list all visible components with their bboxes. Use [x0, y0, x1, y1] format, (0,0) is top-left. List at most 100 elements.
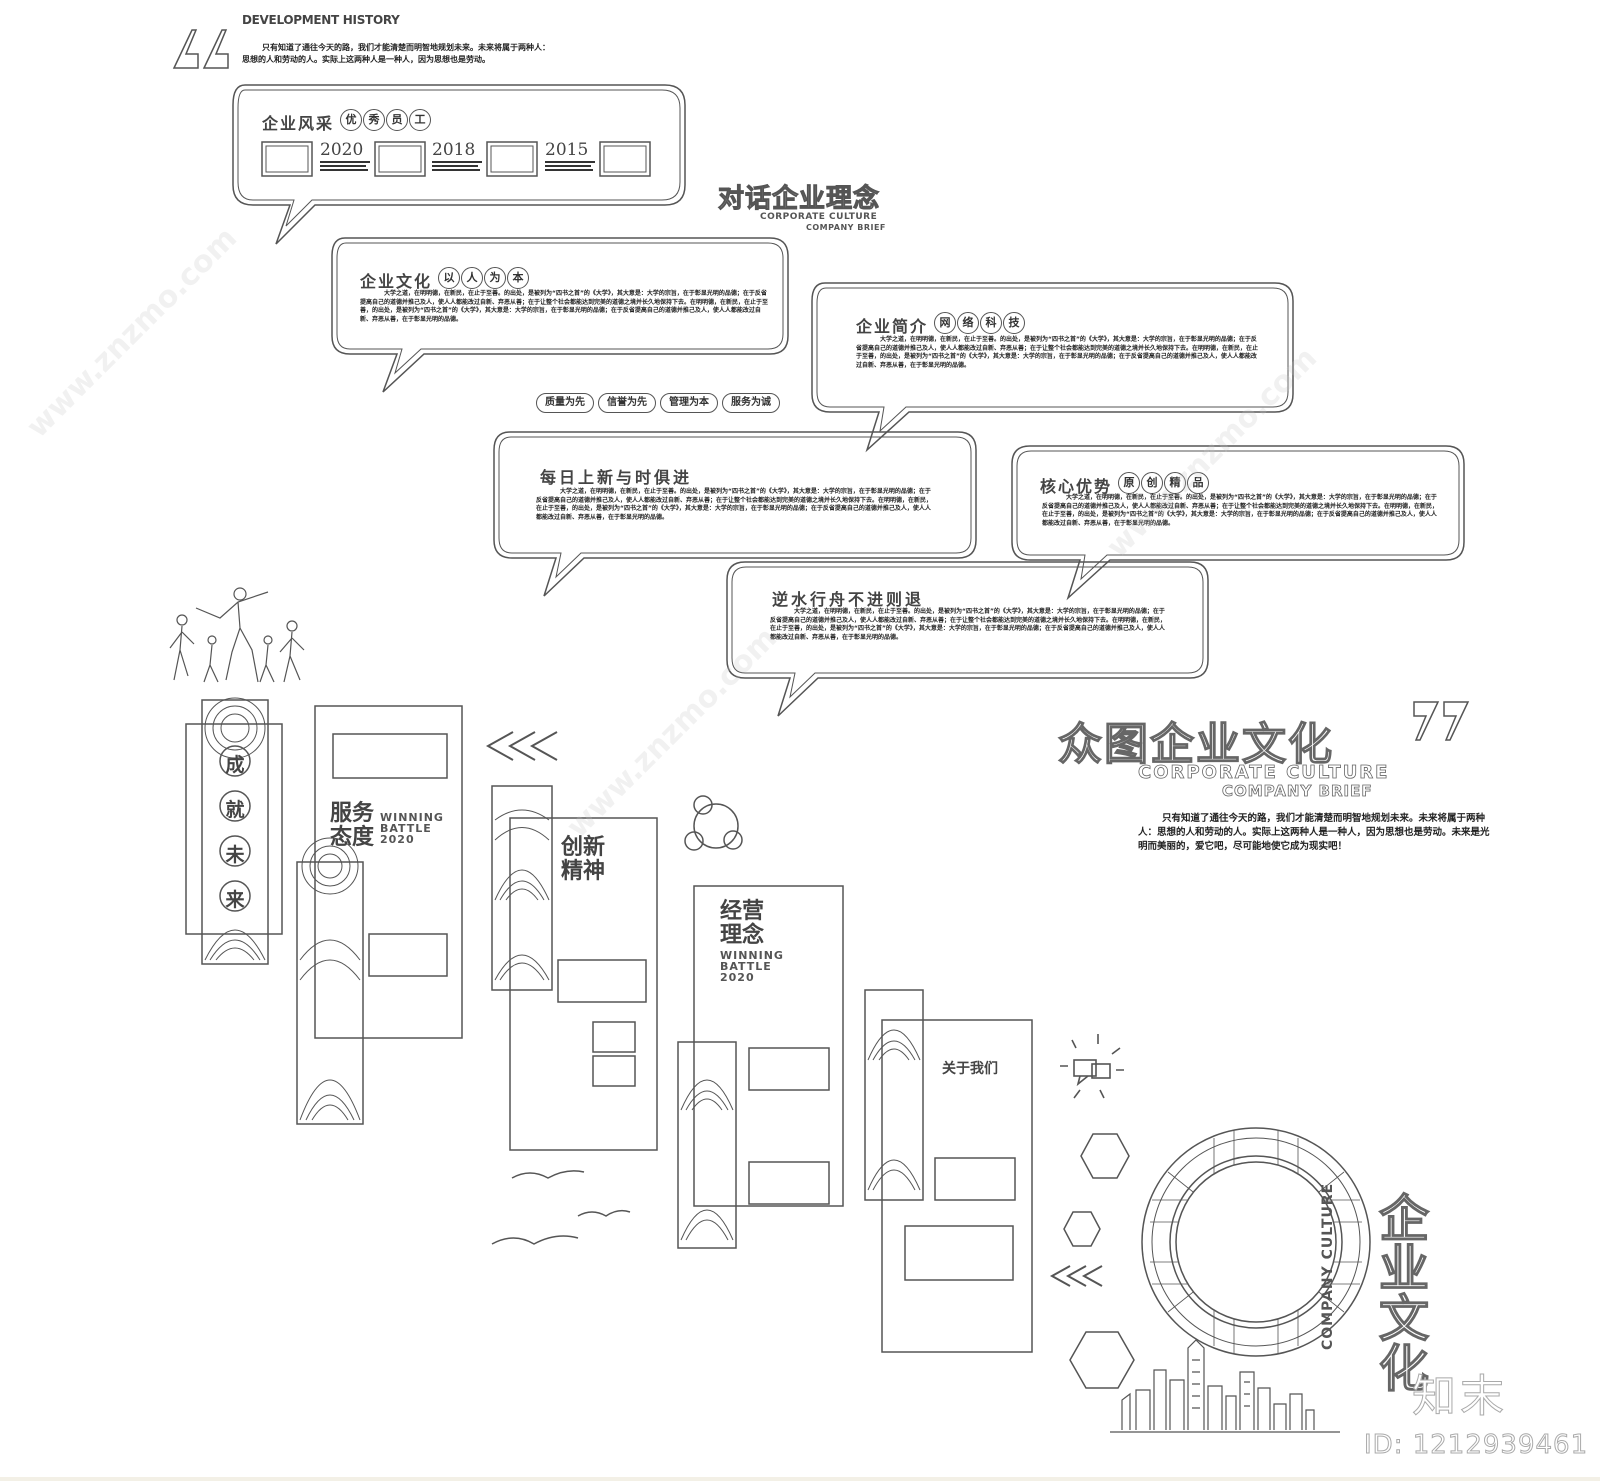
fuwu-title1: 服务 — [330, 801, 375, 826]
year-2020: 2020 — [320, 140, 364, 160]
qiye-vertical-char: 企 — [1378, 1190, 1429, 1248]
bubble-nishui-outline — [726, 561, 1209, 717]
guanyu-title: 关于我们 — [942, 1061, 998, 1077]
hexagon-shapes — [1063, 1133, 1135, 1389]
bubble-hexin-badge: 原创精品 — [1117, 471, 1209, 494]
qiye-vertical-char: 化 — [1378, 1340, 1429, 1398]
chengjiu-char: 成 — [225, 754, 245, 776]
qiye-vertical-char: 文 — [1378, 1290, 1429, 1348]
fuwu-en2: BATTLE — [380, 822, 432, 835]
header-intro-line1: 只有知道了通往今天的路，我们才能清楚而明智地规划未来。未来将属于两种人： — [262, 43, 550, 52]
dialogue-en2: COMPANY BRIEF — [806, 223, 886, 232]
bubble-jianjie-title: 企业简介 — [856, 317, 929, 336]
panel-jingying — [693, 885, 844, 1207]
bubble-jianjie-body: 大学之道，在明明德，在新民，在止于至善。的出处，是被列为“四书之首”的《大学》，… — [856, 336, 1259, 369]
chuangxin-title2: 精神 — [561, 859, 606, 884]
watermark-id: ID: 1212939461 — [1363, 1430, 1589, 1461]
panel-fuwu — [314, 705, 463, 1039]
jingying-en2: BATTLE — [720, 960, 772, 973]
badge-char: 优 — [340, 109, 362, 131]
close-quote-icon — [1413, 701, 1470, 741]
pattern-strip-4 — [677, 1041, 737, 1249]
dialogue-title: 对话企业理念 — [717, 184, 881, 215]
badge-char: 品 — [1187, 472, 1209, 494]
pattern-strip-3 — [491, 785, 553, 991]
bubble-fengcai-outline — [232, 84, 686, 245]
badge-char: 为 — [484, 267, 506, 289]
jingying-en3: 2020 — [720, 971, 755, 984]
chuangxin-title1: 创新 — [561, 835, 606, 860]
chengjiu-char: 就 — [225, 799, 245, 821]
bubble-meiri-body: 大学之道，在明明德，在新民，在止于至善。的出处，是被列为“四书之首”的《大学》，… — [536, 488, 933, 521]
dialogue-en1: CORPORATE CULTURE — [760, 212, 878, 222]
zhongtu-en1: CORPORATE CULTURE — [1138, 762, 1390, 784]
badge-char: 原 — [1118, 472, 1140, 494]
year-2015: 2015 — [545, 140, 589, 160]
bubble-hexin-outline — [1011, 445, 1465, 601]
bubble-jianjie-badge: 网络科技 — [933, 311, 1025, 334]
team-circles-icon — [684, 795, 743, 851]
bubble-nishui-body: 大学之道，在明明德，在新民，在止于至善。的出处，是被列为“四书之首”的《大学》，… — [770, 608, 1167, 641]
pattern-strip-5 — [864, 989, 924, 1201]
bubble-hexin-body: 大学之道，在明明德，在新民，在止于至善。的出处，是被列为“四书之首”的《大学》，… — [1042, 494, 1439, 527]
chengjiu-char: 未 — [225, 844, 245, 866]
badge-char: 创 — [1141, 472, 1163, 494]
bubble-fengcai-title: 企业风采 — [262, 114, 335, 133]
panel-chuangxin — [509, 817, 658, 1151]
fuwu-title2: 态度 — [330, 825, 375, 850]
badge-char: 科 — [980, 312, 1002, 334]
pattern-strip-2 — [296, 861, 364, 1125]
chevron-left-icon-2 — [1049, 1265, 1103, 1287]
bubble-wenhua-body: 大学之道，在明明德，在新民，在止于至善。的出处，是被列为“四书之首”的《大学》，… — [360, 290, 769, 323]
jingying-en1: WINNING — [720, 949, 784, 962]
zhongtu-body: 只有知道了通往今天的路，我们才能清楚而明智地规划未来。未来将属于两种人：思想的人… — [1138, 813, 1490, 852]
lattice-circle — [1141, 1127, 1371, 1357]
bottom-strip — [0, 1477, 1600, 1481]
bubble-fengcai-badge: 优秀员工 — [339, 108, 431, 131]
chengjiu-char: 来 — [225, 889, 245, 911]
bubble-wenhua-outline — [331, 237, 789, 393]
badge-char: 工 — [409, 109, 431, 131]
development-history-title: DEVELOPMENT HISTORY — [242, 13, 400, 27]
bubble-meiri-title: 每日上新与时俱进 — [540, 468, 693, 487]
chevron-left-icon — [485, 731, 558, 761]
value-pill: 服务为诚 — [722, 393, 780, 413]
badge-char: 络 — [957, 312, 979, 334]
bubble-jianjie-outline — [811, 282, 1294, 453]
open-quote-icon — [172, 29, 229, 69]
bubble-wenhua-badge: 以人为本 — [437, 266, 529, 289]
badge-char: 技 — [1003, 312, 1025, 334]
chat-burst-icon — [1060, 1034, 1124, 1099]
chengjiu-circle — [219, 745, 251, 777]
city-skyline-icon — [1110, 1339, 1340, 1433]
badge-char: 人 — [461, 267, 483, 289]
jingying-title2: 理念 — [720, 923, 765, 948]
zhongtu-en2: COMPANY BRIEF — [1222, 782, 1373, 801]
fuwu-en3: 2020 — [380, 833, 415, 846]
badge-char: 网 — [934, 312, 956, 334]
year-2018: 2018 — [432, 140, 476, 160]
bubble-nishui-title: 逆水行舟不进则退 — [772, 590, 925, 609]
badge-char: 以 — [438, 267, 460, 289]
watermark-brand-logo: 知末 — [1412, 1371, 1508, 1423]
jingying-title1: 经营 — [720, 899, 765, 924]
bubble-wenhua-title: 企业文化 — [360, 272, 433, 291]
pattern-strip-1 — [201, 699, 269, 965]
birds-icon — [491, 1170, 631, 1245]
badge-char: 精 — [1164, 472, 1186, 494]
runners-icon — [169, 587, 305, 683]
bubble-meiri-outline — [493, 431, 977, 597]
company-culture-vertical: COMPANY CULTURE — [1320, 1182, 1336, 1350]
qiye-vertical-char: 业 — [1378, 1240, 1429, 1298]
panel-guanyu — [881, 1019, 1033, 1353]
badge-char: 员 — [386, 109, 408, 131]
badge-char: 本 — [507, 267, 529, 289]
bubble-hexin-title: 核心优势 — [1040, 477, 1113, 496]
value-pill: 质量为先 — [536, 393, 594, 413]
value-pill: 信誉为先 — [598, 393, 656, 413]
value-pill: 管理为本 — [660, 393, 718, 413]
badge-char: 秀 — [363, 109, 385, 131]
header-intro-line2: 思想的人和劳动的人。实际上这两种人是一种人，因为思想也是劳动。 — [242, 55, 490, 64]
fuwu-en1: WINNING — [380, 811, 444, 824]
